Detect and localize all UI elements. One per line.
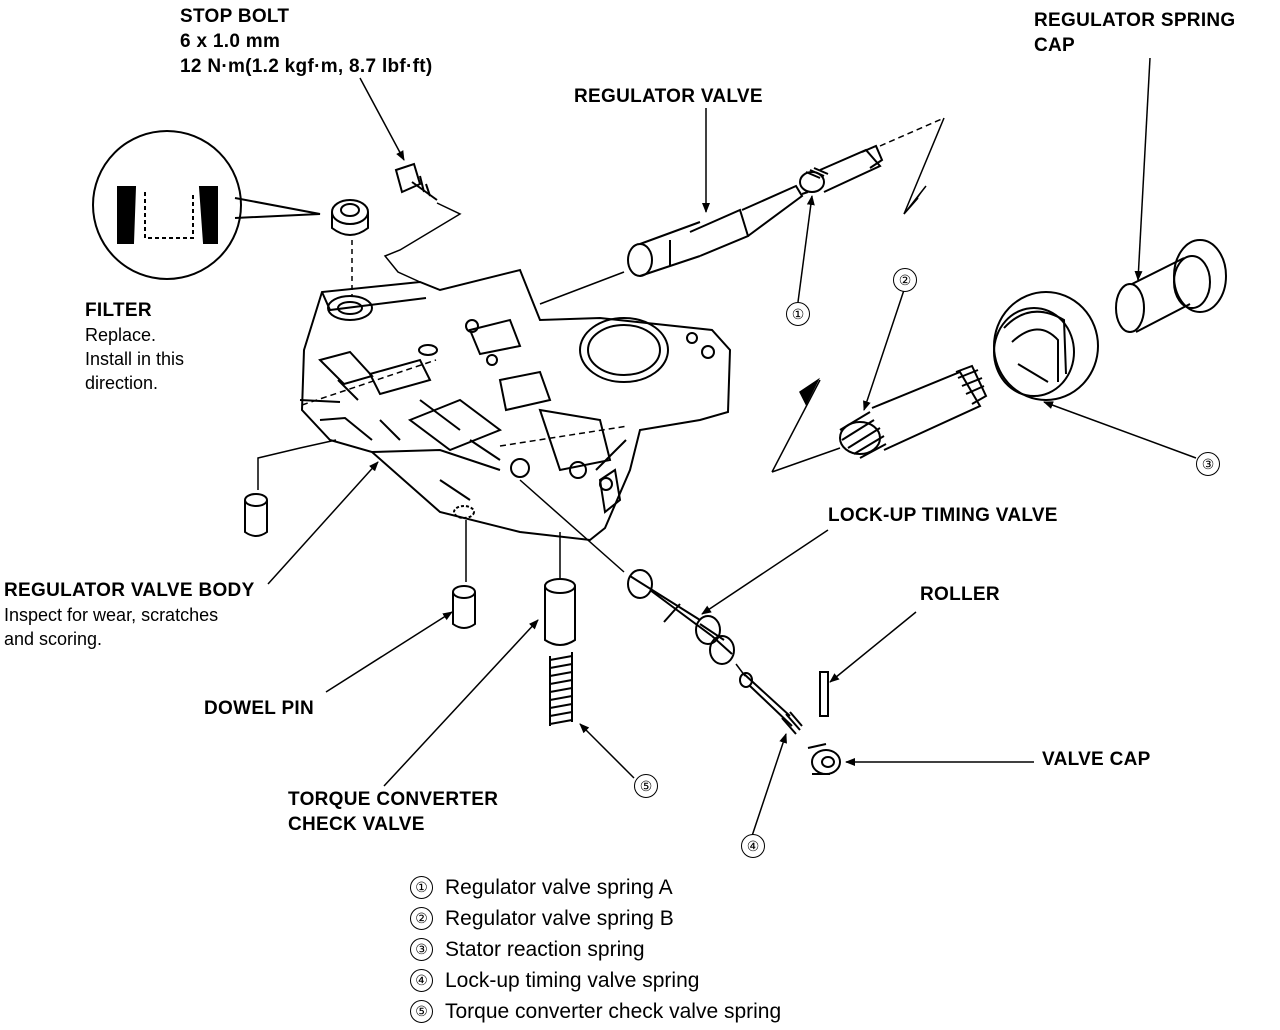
legend-text-1: Regulator valve spring A xyxy=(445,876,673,899)
regulator-valve-body-part xyxy=(299,268,732,542)
lockup-timing-valve-part xyxy=(519,479,841,775)
regulator-valve-body-note-line1: Inspect for wear, scratches xyxy=(4,605,219,625)
direction-markers xyxy=(771,117,945,473)
legend-item-3: ③ Stator reaction spring xyxy=(410,934,781,965)
regulator-valve-body-note-line2: and scoring. xyxy=(4,629,103,649)
callout-3: ③ xyxy=(1196,452,1220,476)
regulator-spring-cap-label-line1: REGULATOR SPRING xyxy=(1034,10,1236,31)
regulator-valve-label: REGULATOR VALVE xyxy=(574,86,763,107)
callout-2: ② xyxy=(893,268,917,292)
dowel-pins xyxy=(244,439,476,629)
roller-label: ROLLER xyxy=(920,584,1000,605)
filter-note-line3: direction. xyxy=(85,373,159,393)
torque-converter-check-valve-label-line1: TORQUE CONVERTER xyxy=(288,789,499,810)
legend-text-2: Regulator valve spring B xyxy=(445,907,674,930)
torque-converter-check-valve-part xyxy=(544,532,576,726)
callout-4: ④ xyxy=(741,834,765,858)
filter-part xyxy=(331,199,369,296)
stator-reaction-spring-part xyxy=(993,291,1099,401)
stop-bolt-label: STOP BOLT xyxy=(180,6,290,27)
regulator-spring-cap-part xyxy=(1115,239,1227,333)
callout-1: ① xyxy=(786,302,810,326)
legend-num-2: ② xyxy=(410,907,433,930)
legend-item-2: ② Regulator valve spring B xyxy=(410,903,781,934)
regulator-spring-cap-label-line2: CAP xyxy=(1034,35,1076,56)
legend-text-4: Lock-up timing valve spring xyxy=(445,969,700,992)
stop-bolt-part xyxy=(383,162,462,283)
callout-5: ⑤ xyxy=(634,774,658,798)
regulator-valve-body-label: REGULATOR VALVE BODY xyxy=(4,580,255,601)
legend-num-1: ① xyxy=(410,876,433,899)
stop-bolt-size: 6 x 1.0 mm xyxy=(180,31,281,52)
legend-item-1: ① Regulator valve spring A xyxy=(410,872,781,903)
dowel-pin-label: DOWEL PIN xyxy=(204,698,315,719)
legend-num-3: ③ xyxy=(410,938,433,961)
legend-num-4: ④ xyxy=(410,969,433,992)
filter-note-line1: Replace. xyxy=(85,325,157,345)
filter-note-line2: Install in this xyxy=(85,349,185,369)
filter-detail-view xyxy=(92,130,321,280)
torque-converter-check-valve-label-line2: CHECK VALVE xyxy=(288,814,425,835)
leader-lines xyxy=(267,57,1197,837)
regulator-valve-spring-b-part xyxy=(839,364,988,459)
stop-bolt-torque: 12 N·m(1.2 kgf·m, 8.7 lbf·ft) xyxy=(180,56,433,77)
legend-text-3: Stator reaction spring xyxy=(445,938,645,961)
legend-text-5: Torque converter check valve spring xyxy=(445,1000,782,1023)
legend-item-4: ④ Lock-up timing valve spring xyxy=(410,965,781,996)
valve-cap-label: VALVE CAP xyxy=(1042,749,1151,770)
legend: ① Regulator valve spring A ② Regulator val… xyxy=(410,872,781,1027)
lockup-timing-valve-label: LOCK-UP TIMING VALVE xyxy=(828,505,1058,526)
legend-item-5: ⑤ Torque converter check valve spring xyxy=(410,996,781,1027)
filter-label: FILTER xyxy=(85,300,152,321)
regulator-valve-part xyxy=(539,117,945,305)
legend-num-5: ⑤ xyxy=(410,1000,433,1023)
